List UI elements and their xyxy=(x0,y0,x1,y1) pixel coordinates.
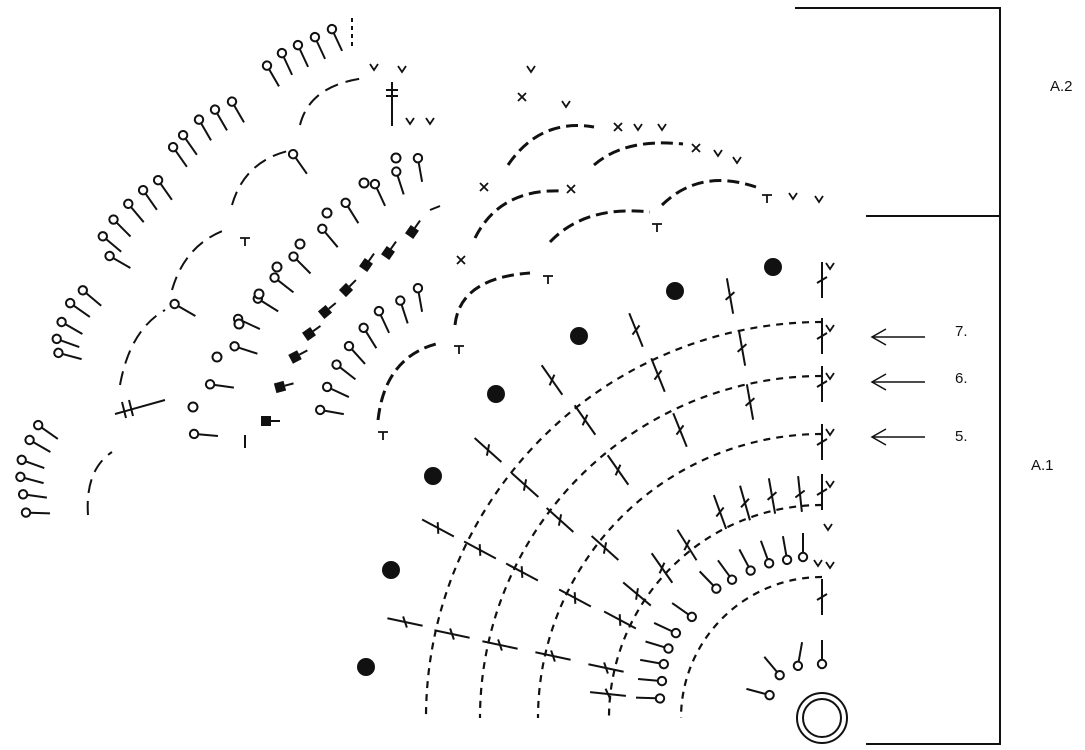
row-label-6: 6. xyxy=(955,370,968,387)
row-label-5: 5. xyxy=(955,428,968,445)
chart-label-a1: A.1 xyxy=(1031,457,1054,474)
bracket-a1 xyxy=(866,215,1001,745)
row-dashes xyxy=(244,205,441,448)
x-and-t-marks xyxy=(240,92,772,440)
bracket-a2 xyxy=(795,7,1001,217)
pin-stitch-groups xyxy=(14,22,428,519)
bobble-dots xyxy=(357,258,782,676)
inner-stitches xyxy=(634,532,828,704)
chain-arcs xyxy=(424,320,823,719)
chain-circles xyxy=(187,152,402,413)
radial-stitches xyxy=(385,261,828,702)
chain-arches-bold xyxy=(376,124,757,421)
row-6-arrow xyxy=(870,373,925,391)
magic-ring-icon xyxy=(796,692,848,744)
row-5-arrow xyxy=(870,428,925,446)
row-7-arrow xyxy=(870,328,925,346)
chain-arches-thin xyxy=(86,77,366,516)
long-stitches xyxy=(114,18,398,419)
chart-label-a2: A.2 xyxy=(1050,78,1073,95)
row-label-7: 7. xyxy=(955,323,968,340)
v-marks xyxy=(369,63,835,570)
